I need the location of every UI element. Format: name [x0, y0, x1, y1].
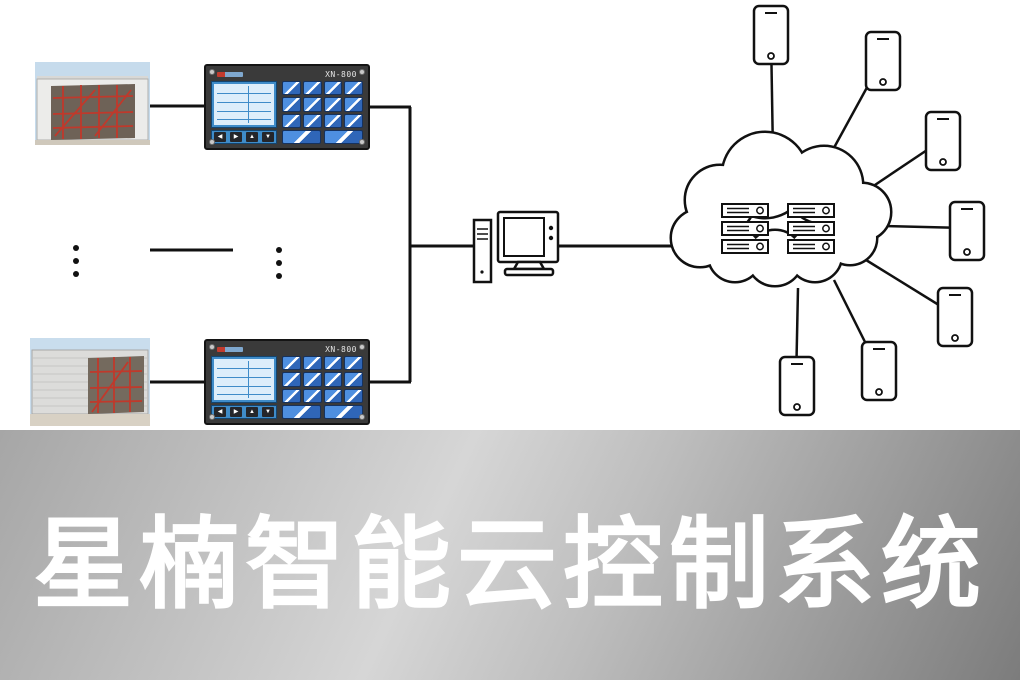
cloud-servers-icon [669, 130, 893, 288]
title-banner: 星楠智能云控制系统 [0, 430, 1020, 680]
keypad-key [282, 113, 301, 128]
keypad-key [302, 97, 322, 112]
smartphone-icon [778, 355, 816, 417]
connection-lines [150, 104, 690, 384]
keypad-key [282, 356, 301, 371]
screw [359, 344, 365, 350]
keypad-key [282, 97, 301, 112]
keypad-key [282, 405, 321, 419]
keypad-key [323, 356, 343, 371]
desktop-computer-icon [472, 210, 560, 284]
ellipsis-dots-middle [276, 247, 282, 279]
keypad-key [323, 388, 343, 403]
keypad-key [282, 372, 301, 387]
controller-nav-buttons: ◀ ▶ ▲ ▼ [211, 130, 277, 144]
nav-right-button: ▶ [230, 407, 242, 417]
keypad-key [344, 388, 363, 403]
keypad-key [323, 113, 343, 128]
controller-model-label: XN-800 [325, 70, 357, 79]
smartphone-icon [752, 4, 790, 66]
architecture-diagram: XN-800 ◀ ▶ [30, 4, 986, 426]
smartphone-icon [948, 200, 986, 262]
site-photo [35, 62, 150, 145]
controller-screen [211, 356, 277, 403]
controller-header: XN-800 [211, 69, 363, 80]
keypad-key [282, 81, 301, 96]
nav-right-button: ▶ [230, 132, 242, 142]
keypad-key [323, 81, 343, 96]
screw [359, 139, 365, 145]
nav-down-button: ▼ [262, 407, 274, 417]
smartphone-icon [864, 30, 902, 92]
diagram-overlay [73, 4, 986, 417]
keypad-key [302, 113, 322, 128]
keypad-key [344, 356, 363, 371]
nav-left-button: ◀ [214, 132, 226, 142]
screw [209, 414, 215, 420]
screw [359, 414, 365, 420]
controller-keypad [282, 81, 363, 128]
keypad-key [344, 372, 363, 387]
controller-nav-buttons: ◀ ▶ ▲ ▼ [211, 405, 277, 419]
keypad-key [302, 372, 322, 387]
keypad-key [282, 130, 321, 144]
smartphone-icon [936, 286, 974, 348]
keypad-key [302, 388, 322, 403]
ellipsis-dots-left [73, 245, 79, 277]
keypad-key [344, 81, 363, 96]
controller-keypad [282, 356, 363, 403]
screw [209, 344, 215, 350]
controller-model-label: XN-800 [325, 345, 357, 354]
site-photo [30, 338, 150, 426]
nav-up-button: ▲ [246, 407, 258, 417]
keypad-key [324, 130, 363, 144]
smartphone-icon [924, 110, 962, 172]
screw [209, 139, 215, 145]
server-racks [721, 203, 835, 254]
system-title: 星楠智能云控制系统 [33, 508, 987, 621]
keypad-key [323, 97, 343, 112]
plc-controller: XN-800 ◀ ▶ [204, 64, 370, 150]
keypad-key [324, 405, 363, 419]
controller-brand-logo [217, 72, 243, 77]
plc-controller: XN-800 ◀ ▶ [204, 339, 370, 425]
screw [359, 69, 365, 75]
smartphone-icon [860, 340, 898, 402]
nav-down-button: ▼ [262, 132, 274, 142]
nav-up-button: ▲ [246, 132, 258, 142]
controller-header: XN-800 [211, 344, 363, 355]
screw [209, 69, 215, 75]
keypad-key [302, 81, 322, 96]
keypad-key [344, 97, 363, 112]
keypad-key [302, 356, 322, 371]
keypad-key [282, 388, 301, 403]
controller-brand-logo [217, 347, 243, 352]
keypad-key [323, 372, 343, 387]
keypad-key [344, 113, 363, 128]
controller-screen [211, 81, 277, 128]
nav-left-button: ◀ [214, 407, 226, 417]
